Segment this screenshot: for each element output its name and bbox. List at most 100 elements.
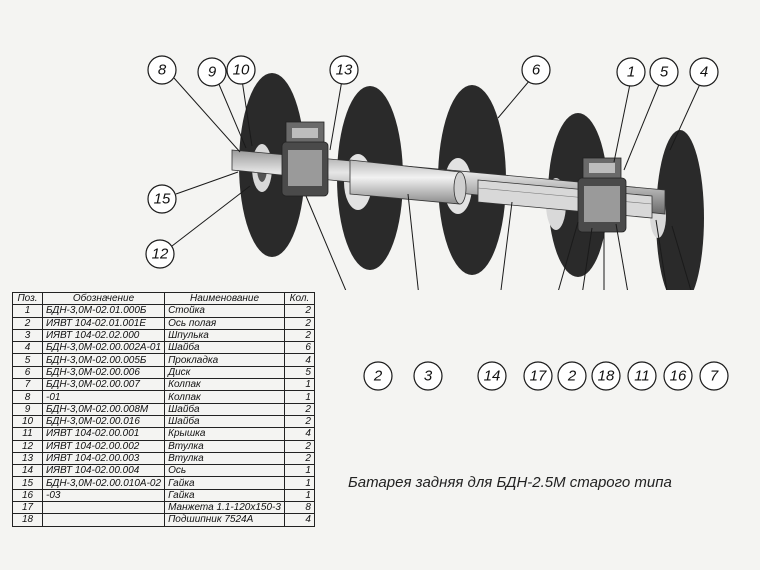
header-name: Наименование [164, 291, 285, 306]
callout-11: 11 [627, 361, 657, 391]
bearing-housing-right [577, 157, 627, 233]
svg-text:5: 5 [660, 64, 669, 81]
row-qty: 5 [283, 365, 315, 380]
row-name: Стойка [164, 304, 285, 318]
svg-text:17: 17 [530, 368, 547, 385]
row-name: Гайка [164, 476, 285, 490]
row-name: Прокладка [164, 353, 285, 367]
row-name: Манжета 1.1-120х150-3 [164, 501, 285, 515]
row-code: ИЯВТ 104-02.00.004 [41, 464, 166, 478]
callout-layer: 8 9 10 13 6 1 5 4 15 12 2 3 14 17 2 18 1… [145, 55, 729, 391]
row-qty: 1 [283, 488, 315, 503]
row-pos: 2 [12, 316, 43, 330]
row-code: БДН-3,0М-02.00.005Б [41, 353, 166, 367]
row-code: БДН-3,0М-02.00.007 [41, 378, 166, 392]
row-name: Ось полая [164, 316, 285, 330]
drawing-caption: Батарея задняя для БДН-2.5М старого типа [348, 474, 672, 491]
row-name: Шайба [164, 414, 285, 429]
assembly-drawing [171, 73, 704, 290]
leader-lines [171, 77, 701, 290]
row-pos: 7 [12, 378, 43, 392]
row-name: Крышка [164, 427, 285, 441]
callout-13: 13 [329, 55, 359, 85]
callout-14: 14 [477, 361, 507, 391]
row-code: ИЯВТ 104-02.01.001Е [41, 316, 166, 330]
row-qty: 2 [283, 304, 315, 318]
row-code: ИЯВТ 104-02.00.001 [41, 427, 166, 441]
row-code: БДН-3,0М-02.01.000Б [41, 304, 166, 318]
callout-1: 1 [616, 57, 646, 87]
svg-text:14: 14 [484, 368, 501, 385]
row-name: Диск [164, 365, 285, 380]
callout-4: 4 [689, 57, 719, 87]
row-pos: 3 [12, 328, 43, 343]
row-name: Шайба [164, 402, 285, 416]
row-name: Втулка [164, 451, 285, 466]
row-qty: 4 [283, 353, 315, 367]
bearing-housing-left [281, 121, 329, 197]
row-name: Колпак [164, 390, 285, 404]
svg-text:13: 13 [336, 62, 353, 79]
callout-2: 2 [363, 361, 393, 391]
row-pos: 12 [12, 439, 43, 453]
row-code: БДН-3,0М-02.00.016 [41, 414, 166, 429]
row-code: БДН-3,0М-02.00.008М [41, 402, 166, 416]
svg-text:11: 11 [634, 368, 650, 385]
row-qty: 2 [283, 451, 315, 466]
svg-text:7: 7 [710, 368, 719, 385]
row-qty: 1 [283, 476, 315, 490]
row-name: Шпулька [164, 328, 285, 343]
svg-text:2: 2 [567, 368, 577, 385]
callout-6: 6 [521, 55, 551, 85]
row-qty: 6 [283, 341, 315, 355]
row-code [41, 513, 166, 527]
svg-text:2: 2 [373, 368, 383, 385]
row-pos: 10 [12, 414, 43, 429]
row-pos: 6 [12, 365, 43, 380]
row-code: ИЯВТ 104-02.00.002 [41, 439, 166, 453]
svg-text:12: 12 [152, 246, 169, 263]
row-code: ИЯВТ 104-02.02.000 [41, 328, 166, 343]
header-pos: Поз. [12, 291, 43, 306]
row-name: Подшипник 7524А [164, 513, 285, 527]
table-header-row: Поз. Обозначение Наименование Кол. [12, 291, 315, 306]
row-pos: 9 [12, 402, 43, 416]
row-code: ИЯВТ 104-02.00.003 [41, 451, 166, 466]
row-pos: 14 [12, 464, 43, 478]
svg-text:3: 3 [424, 368, 433, 385]
svg-text:15: 15 [154, 191, 171, 208]
row-pos: 17 [12, 501, 43, 515]
svg-text:9: 9 [208, 64, 217, 81]
row-pos: 11 [12, 427, 43, 441]
row-pos: 4 [12, 341, 43, 355]
callout-17: 17 [523, 361, 553, 391]
row-name: Ось [164, 464, 285, 478]
row-pos: 13 [12, 451, 43, 466]
row-pos: 8 [12, 390, 43, 404]
callout-5: 5 [649, 57, 679, 87]
header-code: Обозначение [41, 291, 166, 306]
callout-15: 15 [147, 184, 177, 214]
row-code: -01 [41, 390, 166, 404]
callout-9: 9 [197, 57, 227, 87]
row-qty: 1 [283, 378, 315, 392]
row-qty: 2 [283, 439, 315, 453]
svg-text:6: 6 [532, 62, 541, 79]
row-pos: 16 [12, 488, 43, 503]
row-pos: 5 [12, 353, 43, 367]
svg-text:8: 8 [158, 62, 167, 79]
